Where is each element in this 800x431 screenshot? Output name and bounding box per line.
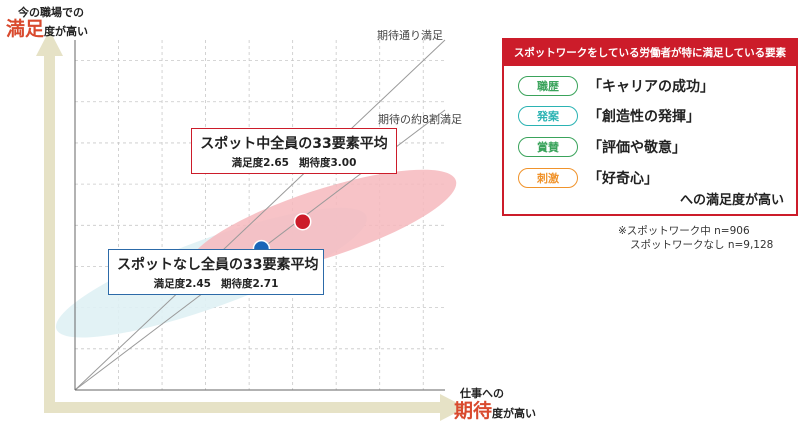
y-axis-title: 今の職場での 満足度が高い	[6, 6, 96, 41]
x-axis-arrow-shaft	[44, 402, 442, 413]
panel-row-curiosity: 刺激 「好奇心」	[518, 167, 658, 189]
note-line-1: ※スポットワーク中 n=906	[618, 225, 750, 237]
callout-none-values: 満足度2.45 期待度2.71	[117, 276, 315, 291]
panel-footer: への満足度が高い	[679, 193, 784, 208]
sample-size-note: ※スポットワーク中 n=906 スポットワークなし n=9,128	[618, 224, 773, 252]
note-line-2: スポットワークなし n=9,128	[630, 239, 774, 252]
row-text-career: 「キャリアの成功」	[588, 79, 714, 95]
tag-pill-curiosity: 刺激	[518, 168, 578, 188]
y-axis-arrow-head	[36, 30, 63, 56]
callout-spot-expectation: 期待度3.00	[299, 157, 357, 169]
panel-header: スポットワークをしている労働者が特に満足している要素	[504, 40, 796, 66]
x-axis-label-accent: 期待	[454, 399, 493, 422]
key-factors-panel: スポットワークをしている労働者が特に満足している要素 職歴 「キャリアの成功」 …	[502, 38, 798, 216]
axes	[36, 30, 466, 421]
callout-none-title: スポットなし全員の33要素平均	[117, 257, 319, 273]
row-text-creativity: 「創造性の発揮」	[588, 109, 700, 125]
callout-spot-satisfaction: 満足度2.65	[231, 157, 289, 169]
callout-none-satisfaction: 満足度2.45	[153, 278, 211, 290]
tag-pill-recognition: 賞賛	[518, 137, 578, 157]
callout-spot-values: 満足度2.65 期待度3.00	[200, 155, 388, 170]
reference-line-full	[74, 39, 446, 391]
y-axis-label-tail: 度が高い	[44, 25, 89, 39]
row-text-recognition: 「評価や敬意」	[588, 140, 686, 156]
tag-pill-career: 職歴	[518, 76, 578, 96]
callout-spot: スポット中全員の33要素平均 満足度2.65 期待度3.00	[191, 128, 397, 174]
callout-none: スポットなし全員の33要素平均 満足度2.45 期待度2.71	[108, 249, 324, 295]
callout-none-expectation: 期待度2.71	[221, 278, 279, 290]
x-axis-label-tail: 度が高い	[492, 406, 537, 420]
y-axis-arrow-shaft	[44, 52, 55, 402]
y-axis-label-accent: 満足	[6, 18, 45, 41]
panel-row-recognition: 賞賛 「評価や敬意」	[518, 136, 686, 158]
ref-line-label-80pct: 期待の約8割満足	[378, 113, 462, 126]
x-axis-arrow-head	[440, 394, 466, 421]
tag-pill-creativity: 発案	[518, 106, 578, 126]
x-axis-title: 仕事への 期待度が高い	[412, 387, 562, 422]
panel-row-career: 職歴 「キャリアの成功」	[518, 75, 714, 97]
ref-line-label-full: 期待通り満足	[377, 29, 443, 42]
callout-spot-title: スポット中全員の33要素平均	[200, 136, 388, 152]
panel-row-creativity: 発案 「創造性の発揮」	[518, 105, 700, 127]
y-axis-label-line1: 今の職場での	[18, 6, 84, 19]
data-point-spot	[293, 212, 312, 231]
row-text-curiosity: 「好奇心」	[588, 171, 658, 187]
x-axis-label-line1: 仕事への	[460, 387, 504, 400]
